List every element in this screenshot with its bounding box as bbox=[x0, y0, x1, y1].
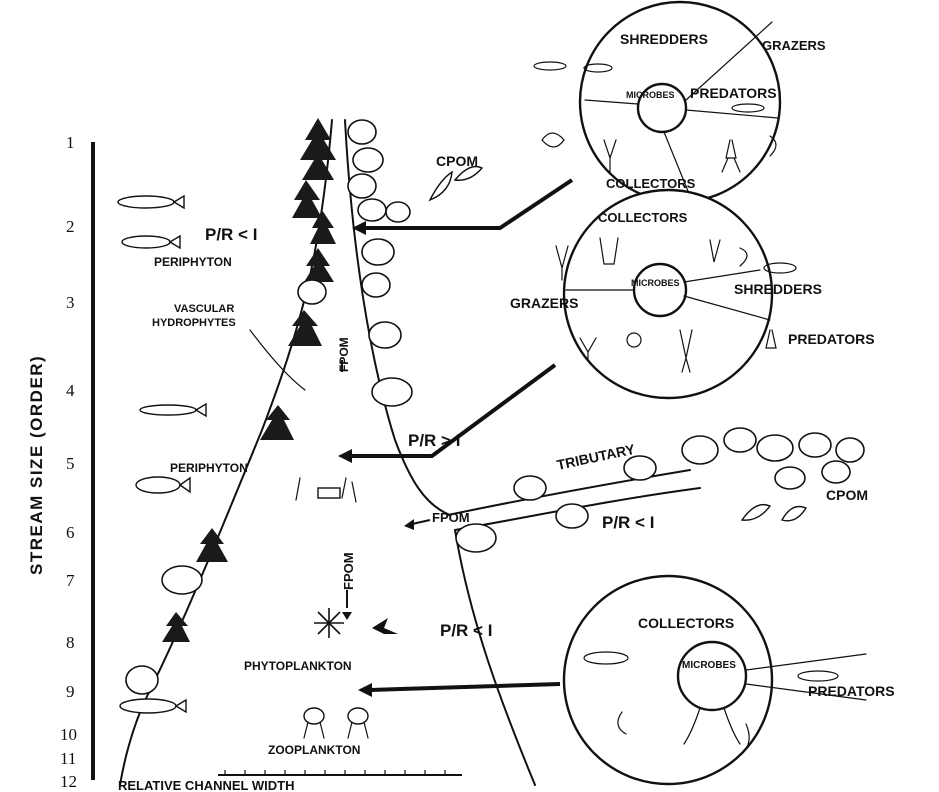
microbes-label: MICROBES bbox=[631, 278, 680, 288]
tree-canopy bbox=[456, 524, 496, 552]
diatom-icon bbox=[372, 618, 398, 634]
collectors-label: COLLECTORS bbox=[606, 176, 696, 191]
tree-canopy bbox=[822, 461, 850, 483]
predators-label: PREDATORS bbox=[690, 85, 777, 101]
grazers-label: GRAZERS bbox=[510, 295, 578, 311]
tree-canopy bbox=[556, 504, 588, 528]
conifer-trees bbox=[162, 118, 336, 642]
tree-icon bbox=[292, 180, 322, 218]
hydrophytes-label: HYDROPHYTES bbox=[152, 317, 236, 329]
arrowhead bbox=[404, 519, 414, 530]
tree-canopy bbox=[348, 174, 376, 198]
phytoplankton-icon bbox=[314, 608, 344, 638]
tree-canopy bbox=[298, 280, 326, 304]
tree-canopy bbox=[362, 239, 394, 265]
tree-canopy bbox=[372, 378, 412, 406]
tree-canopy bbox=[162, 566, 202, 594]
shredders-label: SHREDDERS bbox=[734, 281, 822, 297]
pr-ratio-top: P/R < I bbox=[205, 225, 257, 244]
tree-canopy bbox=[724, 428, 756, 452]
microbes-core bbox=[678, 642, 746, 710]
tree-canopy bbox=[775, 467, 805, 489]
tree-canopy bbox=[386, 202, 410, 222]
cpom-label-top: CPOM bbox=[436, 153, 478, 169]
tree-canopy bbox=[353, 148, 383, 172]
arrow-circle3-to-reach bbox=[370, 684, 560, 690]
grazers-label: GRAZERS bbox=[762, 38, 826, 53]
predators-label: PREDATORS bbox=[808, 683, 895, 699]
pr-ratio-trib: P/R < I bbox=[602, 513, 654, 532]
tree-canopy bbox=[624, 456, 656, 480]
fish-icon bbox=[118, 196, 184, 208]
pr-ratio-lower: P/R < I bbox=[440, 621, 492, 640]
collectors-label: COLLECTORS bbox=[638, 615, 734, 631]
tree-icon bbox=[304, 248, 334, 282]
periphyton-label-top: PERIPHYTON bbox=[154, 255, 232, 269]
pr-ratio-mid: P/R > I bbox=[408, 431, 460, 450]
order-label: 8 bbox=[66, 633, 75, 652]
tree-canopy bbox=[682, 436, 718, 464]
phytoplankton-label: PHYTOPLANKTON bbox=[244, 659, 352, 673]
fish-icon bbox=[136, 477, 190, 493]
fpom-label-upper: FPOM bbox=[337, 337, 351, 372]
periphyton-label-mid: PERIPHYTON bbox=[170, 461, 248, 475]
tree-canopy bbox=[757, 435, 793, 461]
tree-canopy bbox=[358, 199, 386, 221]
fish-icon bbox=[140, 404, 206, 416]
predators-label: PREDATORS bbox=[788, 331, 875, 347]
cpom-label-trib: CPOM bbox=[826, 487, 868, 503]
tree-icon bbox=[288, 310, 322, 346]
fish-icons bbox=[118, 196, 206, 713]
order-label: 9 bbox=[66, 682, 75, 701]
tree-canopy bbox=[362, 273, 390, 297]
tree-icon bbox=[196, 528, 228, 562]
order-label: 11 bbox=[60, 749, 76, 768]
zooplankton-icon bbox=[304, 708, 368, 738]
order-label: 1 bbox=[66, 133, 75, 152]
community-circle-headwater: SHREDDERS GRAZERS MICROBES PREDATORS COL… bbox=[534, 2, 826, 202]
order-label: 7 bbox=[66, 571, 75, 590]
order-label: 6 bbox=[66, 523, 75, 542]
fpom-label-trib: FPOM bbox=[432, 510, 470, 525]
tree-canopy bbox=[799, 433, 831, 457]
periphyton-icon bbox=[296, 478, 356, 502]
microbes-core bbox=[634, 264, 686, 316]
arrowhead bbox=[342, 612, 352, 620]
right-bank-lower bbox=[455, 530, 535, 785]
microbes-label: MICROBES bbox=[626, 90, 675, 100]
arrowhead bbox=[338, 449, 352, 463]
order-label: 5 bbox=[66, 454, 75, 473]
fish-icon bbox=[122, 236, 180, 248]
community-circle-largeriver: COLLECTORS MICROBES PREDATORS bbox=[564, 576, 895, 784]
arrowhead bbox=[358, 683, 372, 697]
channel-width-label: RELATIVE CHANNEL WIDTH bbox=[118, 778, 294, 792]
fpom-trib-arrow bbox=[412, 520, 430, 524]
tree-icon bbox=[162, 612, 190, 642]
order-label: 4 bbox=[66, 381, 75, 400]
tree-canopy bbox=[836, 438, 864, 462]
axis-title: STREAM SIZE (ORDER) bbox=[27, 355, 46, 575]
order-label: 10 bbox=[60, 725, 77, 744]
tree-canopy bbox=[514, 476, 546, 500]
community-circle-midreach: COLLECTORS MICROBES GRAZERS SHREDDERS PR… bbox=[510, 190, 875, 398]
order-label: 2 bbox=[66, 217, 75, 236]
shredders-label: SHREDDERS bbox=[620, 31, 708, 47]
zooplankton-label: ZOOPLANKTON bbox=[268, 743, 360, 757]
fish-icon bbox=[120, 699, 186, 713]
vascular-label: VASCULAR bbox=[174, 303, 234, 315]
fpom-label-lower: FPOM bbox=[341, 552, 356, 590]
tree-canopy bbox=[348, 120, 376, 144]
collectors-label: COLLECTORS bbox=[598, 210, 688, 225]
microbes-label: MICROBES bbox=[682, 660, 736, 671]
tree-canopy bbox=[126, 666, 158, 694]
order-label: 12 bbox=[60, 772, 77, 791]
order-label: 3 bbox=[66, 293, 75, 312]
tree-canopy bbox=[369, 322, 401, 348]
